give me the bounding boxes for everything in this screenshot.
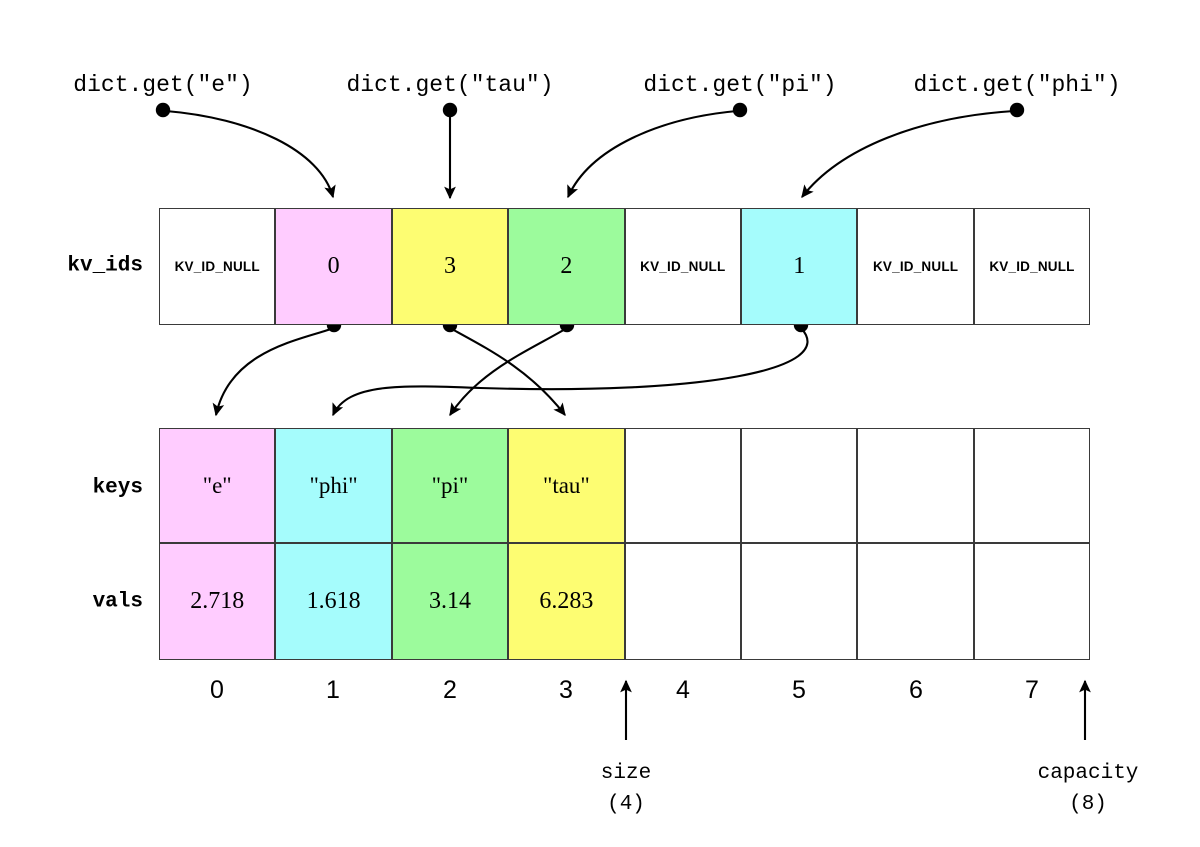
dot-call-tau <box>442 102 458 118</box>
kv-ids-slot-4[interactable]: KV_ID_NULL <box>624 208 741 325</box>
connector-call-phi <box>801 109 1015 198</box>
call-label-get-pi: dict.get("pi") <box>643 72 837 98</box>
call-origin-dots <box>155 102 1025 118</box>
index-label-3: 3 <box>559 676 573 704</box>
marker-arrows <box>620 679 1091 740</box>
connector-slot2-entry3 <box>449 327 566 416</box>
index-label-2: 2 <box>443 676 457 704</box>
keys-entry-6[interactable] <box>857 428 974 543</box>
connector-slot3-entry2 <box>449 327 568 417</box>
connector-slot1-entry0 <box>212 327 335 417</box>
index-label-0: 0 <box>210 676 224 704</box>
kv-ids-slot-2[interactable]: 3 <box>391 208 509 325</box>
index-label-4: 4 <box>676 676 690 704</box>
row-label-kv-ids: kv_ids <box>67 254 143 278</box>
call-connectors <box>165 109 1015 200</box>
dot-call-e <box>155 102 171 118</box>
vals-entry-0[interactable]: 2.718 <box>159 543 276 660</box>
keys-entry-4[interactable] <box>624 428 741 543</box>
call-label-get-e: dict.get("e") <box>73 72 253 98</box>
row-label-keys: keys <box>92 476 143 500</box>
call-label-get-phi: dict.get("phi") <box>913 72 1121 98</box>
capacity-marker-label: capacity <box>1037 762 1139 785</box>
connector-call-e <box>165 109 336 199</box>
connector-slot5-entry1 <box>332 327 809 417</box>
kv-ids-slot-0[interactable]: KV_ID_NULL <box>159 208 276 325</box>
dot-call-pi <box>732 102 748 118</box>
size-marker-label: size <box>600 762 652 785</box>
keys-entry-1[interactable]: "phi" <box>275 428 392 543</box>
kv-ids-slot-1[interactable]: 0 <box>275 208 392 325</box>
index-label-5: 5 <box>792 676 806 704</box>
size-marker-value: (4) <box>607 793 645 816</box>
kv-ids-slot-7[interactable]: KV_ID_NULL <box>973 208 1091 325</box>
capacity-marker-value: (8) <box>1069 793 1107 816</box>
vals-entry-4[interactable] <box>624 543 741 660</box>
call-label-get-tau: dict.get("tau") <box>346 72 554 98</box>
keys-entry-5[interactable] <box>741 428 858 543</box>
slot-entry-connectors <box>212 327 809 417</box>
kv-ids-slot-5[interactable]: 1 <box>741 208 858 325</box>
vals-entry-2[interactable]: 3.14 <box>391 543 509 660</box>
vals-entry-7[interactable] <box>973 543 1091 660</box>
dot-call-phi <box>1009 102 1025 118</box>
index-label-6: 6 <box>909 676 923 704</box>
index-label-1: 1 <box>326 676 340 704</box>
keys-entry-3[interactable]: "tau" <box>508 428 625 543</box>
vals-entry-6[interactable] <box>857 543 974 660</box>
vals-entry-3[interactable]: 6.283 <box>508 543 625 660</box>
vals-entry-1[interactable]: 1.618 <box>275 543 392 660</box>
keys-entry-7[interactable] <box>973 428 1091 543</box>
connector-call-pi <box>567 109 738 199</box>
row-label-vals: vals <box>92 590 143 614</box>
kv-ids-slot-6[interactable]: KV_ID_NULL <box>857 208 974 325</box>
keys-entry-0[interactable]: "e" <box>159 428 276 543</box>
keys-entry-2[interactable]: "pi" <box>391 428 509 543</box>
vals-entry-5[interactable] <box>741 543 858 660</box>
kv-ids-slot-3[interactable]: 2 <box>508 208 625 325</box>
index-label-7: 7 <box>1025 676 1039 704</box>
